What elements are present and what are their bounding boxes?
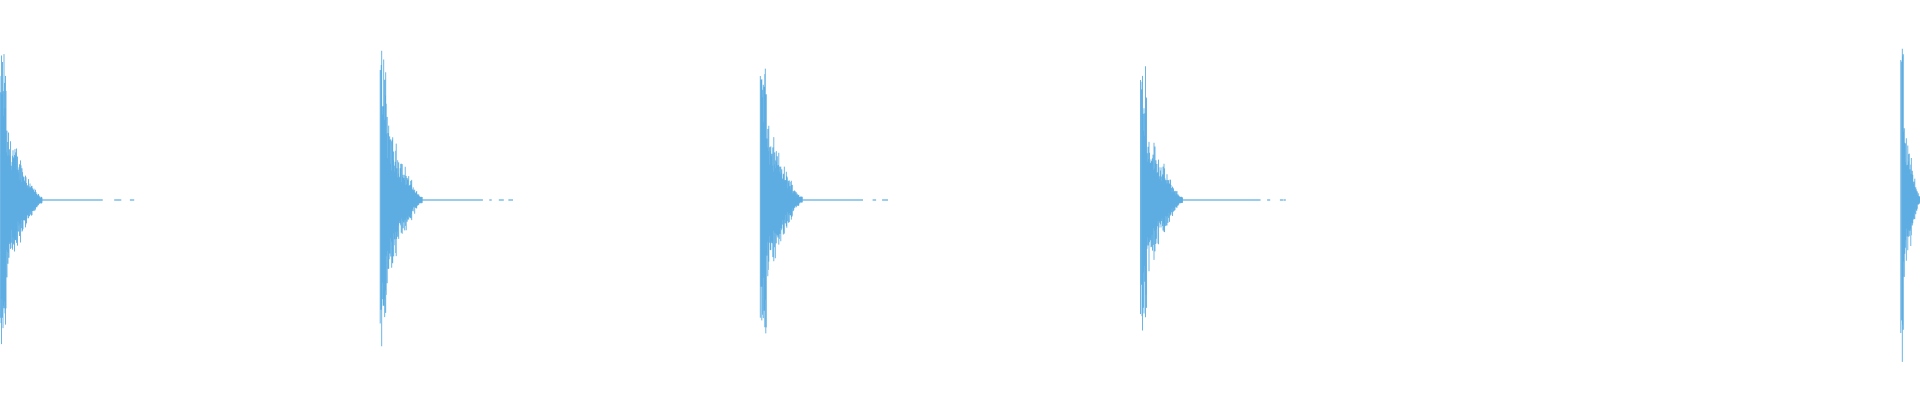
waveform-transient-body — [0, 54, 43, 345]
waveform-transient — [0, 54, 135, 345]
waveform-transient — [1900, 48, 1920, 362]
waveform-transient — [759, 68, 888, 334]
waveform-transient — [379, 50, 513, 347]
waveform-transient-body — [1900, 48, 1920, 362]
waveform-transient-body — [1140, 66, 1183, 331]
waveform-transient-body — [379, 50, 423, 347]
waveform-transient-body — [759, 68, 803, 334]
waveform-transient — [1140, 66, 1286, 331]
waveform-clips — [0, 48, 1920, 362]
